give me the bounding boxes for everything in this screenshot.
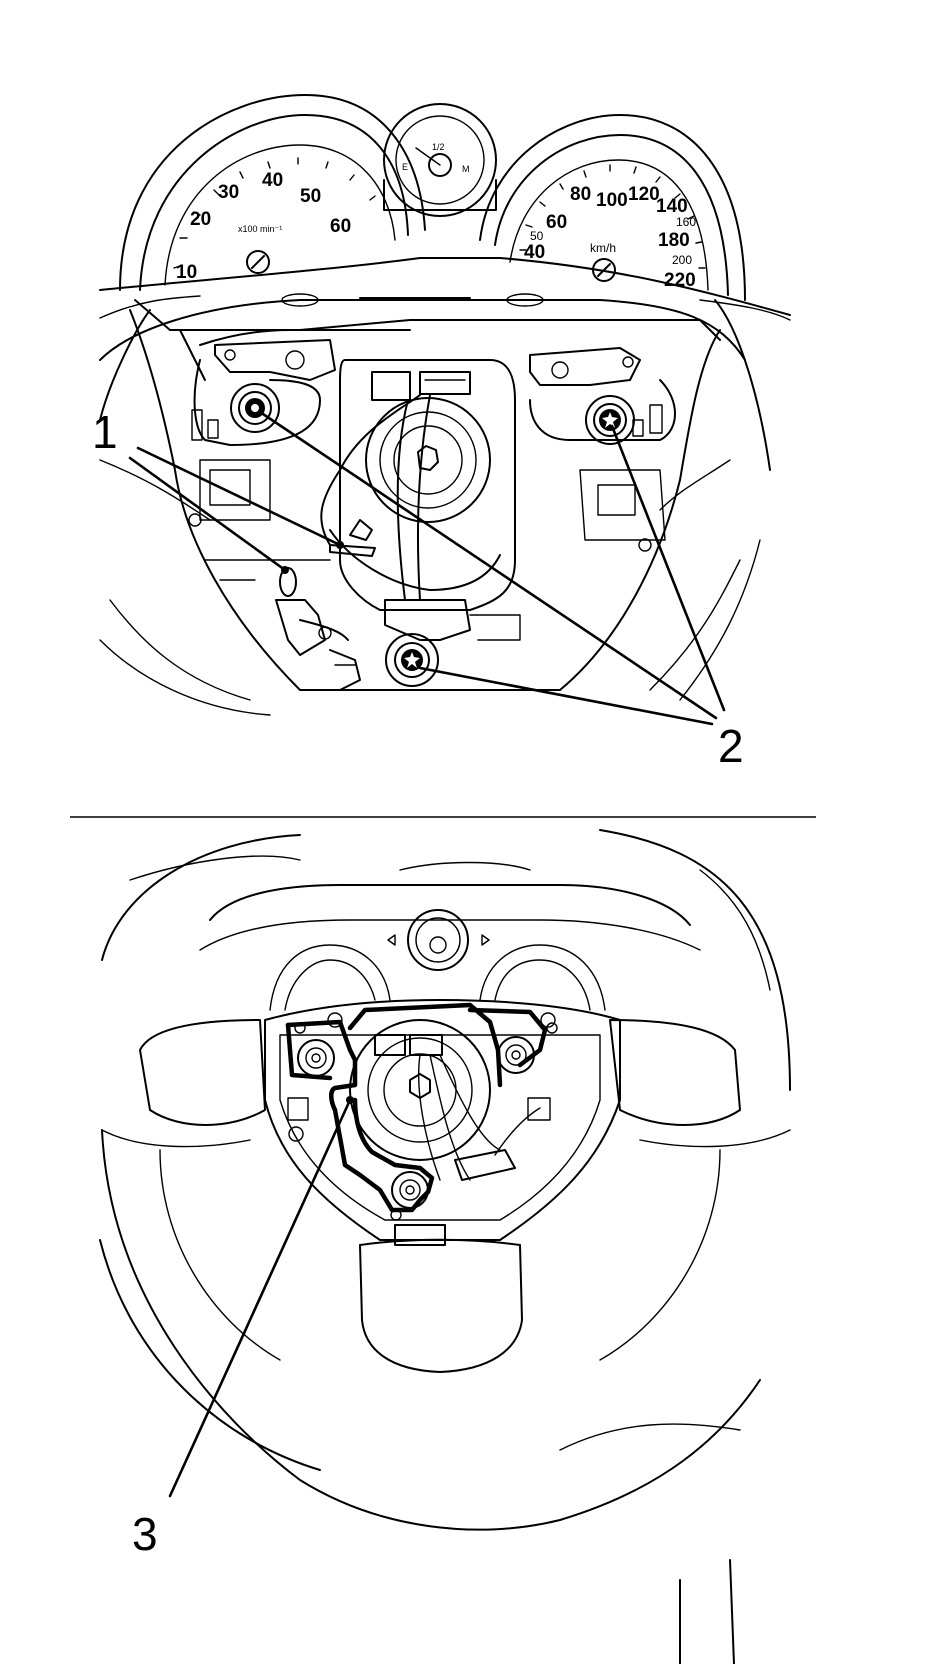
dashboard-outline xyxy=(99,257,791,316)
speedometer: 40 50 60 80 100 120 140 160 180 200 220 … xyxy=(479,114,746,301)
temp-label-e: E xyxy=(402,162,408,172)
speed-label-50: 50 xyxy=(530,229,544,243)
bottom-bolt-right xyxy=(497,1036,535,1074)
bottom-bolt-lower xyxy=(391,1171,429,1209)
speed-unit: km/h xyxy=(590,241,616,255)
left-bracket xyxy=(188,339,336,527)
callout-3: 3 xyxy=(132,1508,158,1560)
tach-unit: x100 min⁻¹ xyxy=(238,224,282,234)
leader-2a xyxy=(258,410,718,720)
bottom-figure: 3 xyxy=(99,829,791,1664)
tach-label-20: 20 xyxy=(190,209,211,230)
right-bracket xyxy=(529,347,676,552)
leader-1b xyxy=(128,456,287,572)
steering-hub xyxy=(99,293,761,716)
speed-label-100: 100 xyxy=(596,190,628,211)
bottom-clock-spring xyxy=(349,1019,541,1181)
tachometer: 10 20 30 40 50 60 x100 min⁻¹ xyxy=(119,94,426,291)
speed-label-220: 220 xyxy=(664,270,696,291)
tach-label-10: 10 xyxy=(176,262,197,283)
speed-needle-hub xyxy=(592,258,616,282)
speed-label-160: 160 xyxy=(676,215,696,229)
speed-label-120: 120 xyxy=(628,184,660,205)
bolt-left xyxy=(230,383,280,433)
leader-2c xyxy=(418,666,714,726)
top-leaders xyxy=(128,410,726,726)
speed-label-200: 200 xyxy=(672,253,692,267)
callout-1: 1 xyxy=(92,406,118,458)
top-bolts xyxy=(230,383,635,687)
clock-spring xyxy=(320,359,521,641)
leader-2b xyxy=(610,424,726,712)
temp-label-half: 1/2 xyxy=(432,142,445,152)
airbag-mounting-contour xyxy=(285,1019,435,1213)
lower-wheel-rim-outer xyxy=(101,829,791,1091)
temp-label-m: M xyxy=(462,164,470,174)
speed-label-140: 140 xyxy=(656,196,688,217)
tach-needle-hub xyxy=(246,250,270,274)
speed-label-40: 40 xyxy=(524,242,545,263)
tach-label-60: 60 xyxy=(330,216,351,237)
wheel-spokes xyxy=(101,1019,791,1664)
bottom-cluster xyxy=(199,884,701,1028)
tachometer-ticks xyxy=(173,157,376,269)
bolt-bottom xyxy=(385,633,439,687)
top-figure: 10 20 30 40 50 60 x100 min⁻¹ E 1/2 M xyxy=(92,94,791,772)
lower-horn-pad xyxy=(359,1224,523,1373)
tach-label-40: 40 xyxy=(262,170,283,191)
tach-label-30: 30 xyxy=(218,182,239,203)
temp-gauge: E 1/2 M xyxy=(383,103,497,217)
leader-3 xyxy=(168,1098,352,1498)
leader-1a xyxy=(136,446,342,547)
bottom-bolt-left xyxy=(297,1039,335,1077)
speed-label-60: 60 xyxy=(546,212,567,233)
callout-2: 2 xyxy=(718,720,744,772)
speed-label-180: 180 xyxy=(658,230,690,251)
bolt-right xyxy=(585,395,635,445)
airbag-connector xyxy=(204,544,376,691)
tach-label-50: 50 xyxy=(300,186,321,207)
speed-label-80: 80 xyxy=(570,184,591,205)
bottom-hub xyxy=(264,999,621,1241)
bottom-bolts xyxy=(294,1022,558,1221)
speedometer-ticks xyxy=(519,164,706,269)
